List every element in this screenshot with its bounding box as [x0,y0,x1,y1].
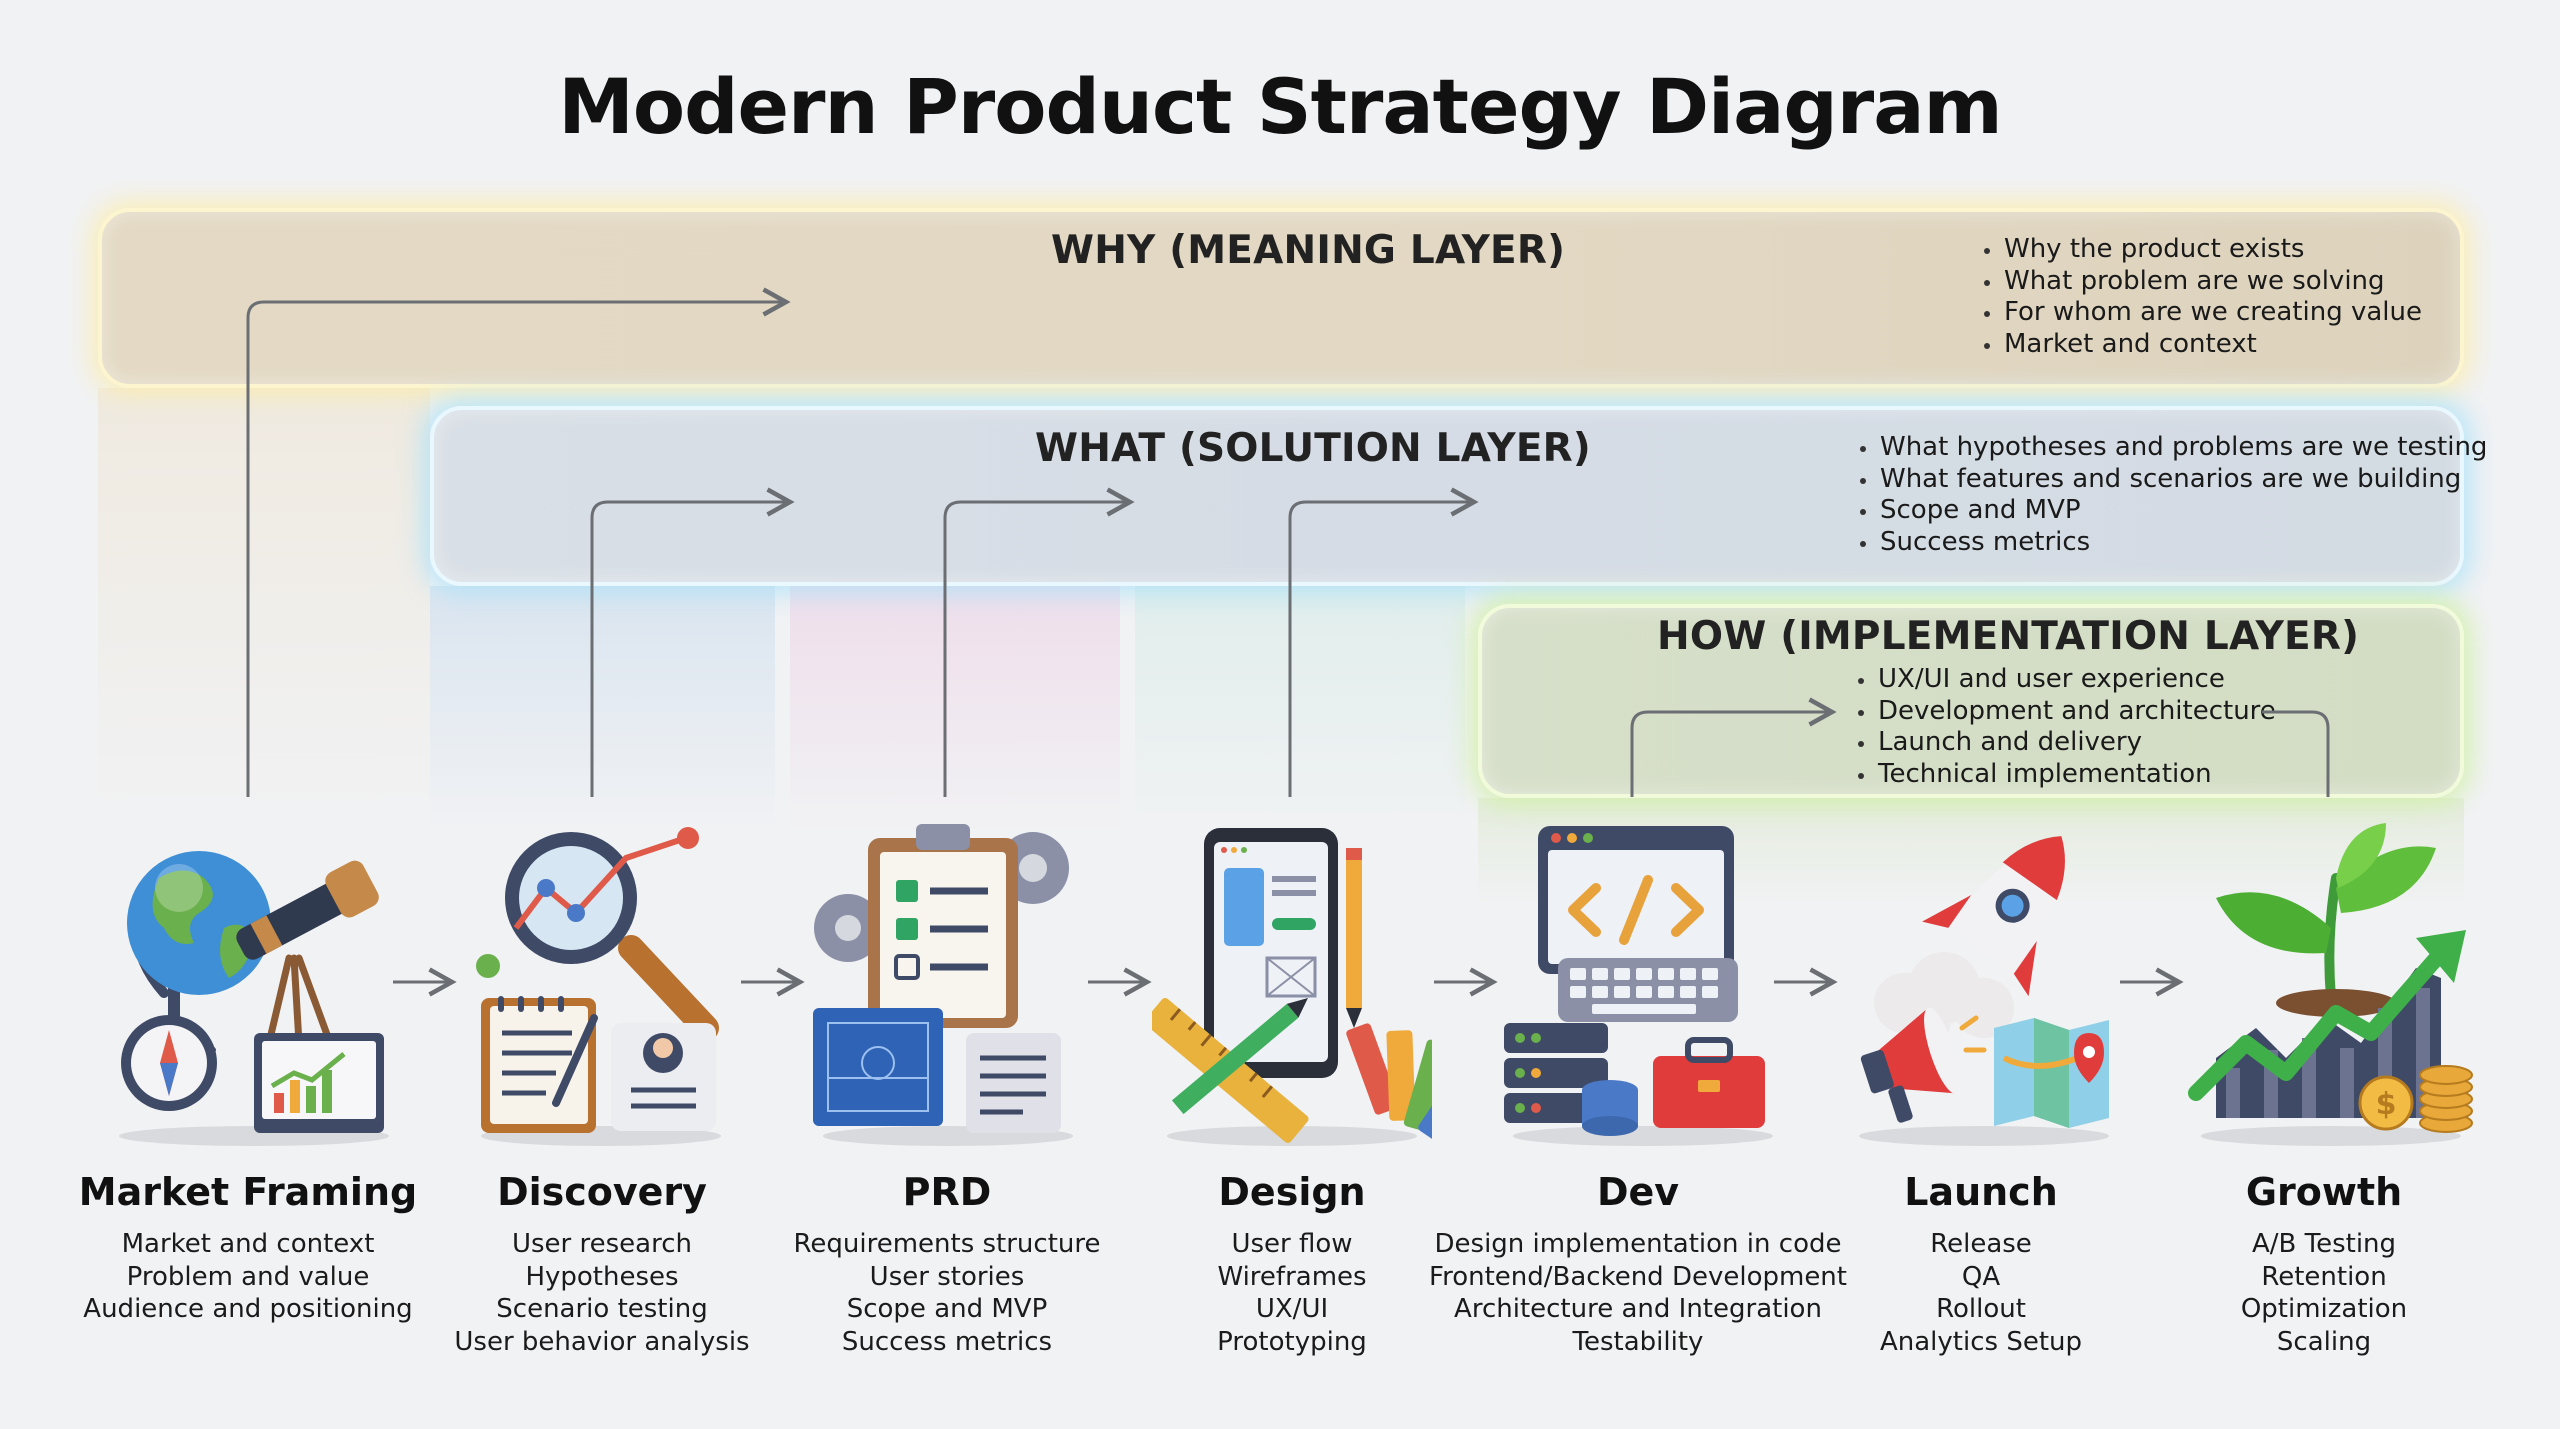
how-layer-bullets: UX/UI and user experience Development an… [1856,664,2276,790]
globe-telescope-icon [119,851,389,1146]
stage-item: Hypotheses [525,1261,679,1292]
magnifier-research-icon [476,827,721,1146]
bullet-item: What problem are we solving [1982,266,2422,298]
stage-growth: Growth A/B Testing Retention Optimizatio… [2114,1170,2534,1358]
stage-items: Design implementation in code Frontend/B… [1428,1228,1848,1358]
stage-item: Design implementation in code [1434,1229,1842,1259]
stage-item: Scope and MVP [846,1294,1048,1324]
stage-items: User flow Wireframes UX/UI Prototyping [1082,1228,1502,1358]
stage-item: Market and context [121,1229,375,1259]
stage-item: Requirements structure [793,1229,1101,1259]
stage-title: Launch [1904,1170,2058,1214]
what-layer-bullets: What hypotheses and problems are we test… [1858,432,2487,558]
stage-items: A/B Testing Retention Optimization Scali… [2114,1228,2534,1358]
stage-items: User research Hypotheses Scenario testin… [392,1228,812,1358]
bullet-item: Technical implementation [1856,759,2276,791]
bullet-item: Development and architecture [1856,696,2276,728]
stage-item: Success metrics [841,1326,1053,1357]
tablet-design-tools-icon [1152,828,1432,1146]
bullet-item: Launch and delivery [1856,727,2276,759]
stage-item: Audience and positioning [83,1294,413,1324]
stage-item: Rollout [1936,1294,2026,1324]
stage-item: Scenario testing [496,1294,708,1324]
what-layer-title: WHAT (SOLUTION LAYER) [1035,426,1591,471]
stage-item: Optimization [2240,1294,2408,1324]
plant-growth-chart-icon: $ [2188,823,2473,1146]
bullet-item: UX/UI and user experience [1856,664,2276,696]
stage-title: PRD [902,1170,992,1214]
why-glow-column [98,388,430,828]
stage-design: Design User flow Wireframes UX/UI Protot… [1082,1170,1502,1358]
bullet-item: What hypotheses and problems are we test… [1858,432,2487,464]
clipboard-checklist-icon [813,824,1073,1146]
stage-title: Discovery [497,1170,707,1214]
stage-title: Dev [1596,1170,1680,1214]
stage-item: User behavior analysis [454,1326,750,1357]
stage-items: Requirements structure User stories Scop… [737,1228,1157,1358]
stage-item: User flow [1231,1229,1353,1259]
stage-item: Scaling [2276,1326,2372,1357]
bullet-item: Scope and MVP [1858,495,2487,527]
how-to-growth-connector [2262,710,2330,797]
stage-item: Analytics Setup [1879,1326,2082,1357]
prd-glow-column [790,586,1120,836]
design-to-what-connector [1288,487,1479,797]
stage-item: Release [1930,1229,2032,1259]
stage-title: Growth [2245,1170,2403,1214]
stage-title: Market Framing [78,1170,418,1214]
rocket-megaphone-icon [1859,836,2109,1146]
stage-item: Testability [1572,1326,1704,1357]
why-layer-title: WHY (MEANING LAYER) [1051,228,1566,273]
stage-launch: Launch Release QA Rollout Analytics Setu… [1771,1170,2191,1358]
code-server-icon [1504,826,1773,1146]
discovery-to-what-connector [590,487,795,797]
stage-item: Wireframes [1217,1261,1367,1292]
stage-prd: PRD Requirements structure User stories … [737,1170,1157,1358]
stage-item: A/B Testing [2251,1229,2397,1259]
stage-items: Release QA Rollout Analytics Setup [1771,1228,2191,1358]
how-layer-band [1478,604,2464,798]
prd-to-what-connector [943,487,1135,797]
bullet-item: Why the product exists [1982,234,2422,266]
stage-dev: Dev Design implementation in code Fronte… [1428,1170,1848,1358]
bullet-item: Market and context [1982,329,2422,361]
stage-title: Design [1218,1170,1366,1214]
why-layer-bullets: Why the product exists What problem are … [1982,234,2422,360]
svg-text:$: $ [2376,1087,2397,1122]
stage-market-framing: Market Framing Market and context Proble… [38,1170,458,1326]
bullet-item: What features and scenarios are we build… [1858,464,2487,496]
bullet-item: For whom are we creating value [1982,297,2422,329]
how-layer-title: HOW (IMPLEMENTATION LAYER) [1657,614,2360,659]
stage-item: User stories [869,1261,1025,1292]
stage-discovery: Discovery User research Hypotheses Scena… [392,1170,812,1358]
stage-item: Problem and value [126,1261,370,1292]
dev-to-how-connector [1630,697,1837,797]
stage-item: Frontend/Backend Development [1429,1261,1847,1292]
bullet-item: Success metrics [1858,527,2487,559]
why-layer-band [98,208,2464,388]
design-glow-column [1135,586,1465,836]
stage-item: QA [1961,1261,2001,1292]
market-to-why-connector [246,287,791,797]
page-title: Modern Product Strategy Diagram [558,62,2002,151]
stage-items: Market and context Problem and value Aud… [38,1228,458,1326]
stage-item: Prototyping [1217,1326,1367,1357]
stage-item: UX/UI [1255,1294,1329,1324]
stage-item: User research [511,1229,692,1259]
stage-item: Architecture and Integration [1454,1294,1822,1324]
discovery-glow-column [430,586,775,836]
stage-item: Retention [2261,1261,2387,1292]
